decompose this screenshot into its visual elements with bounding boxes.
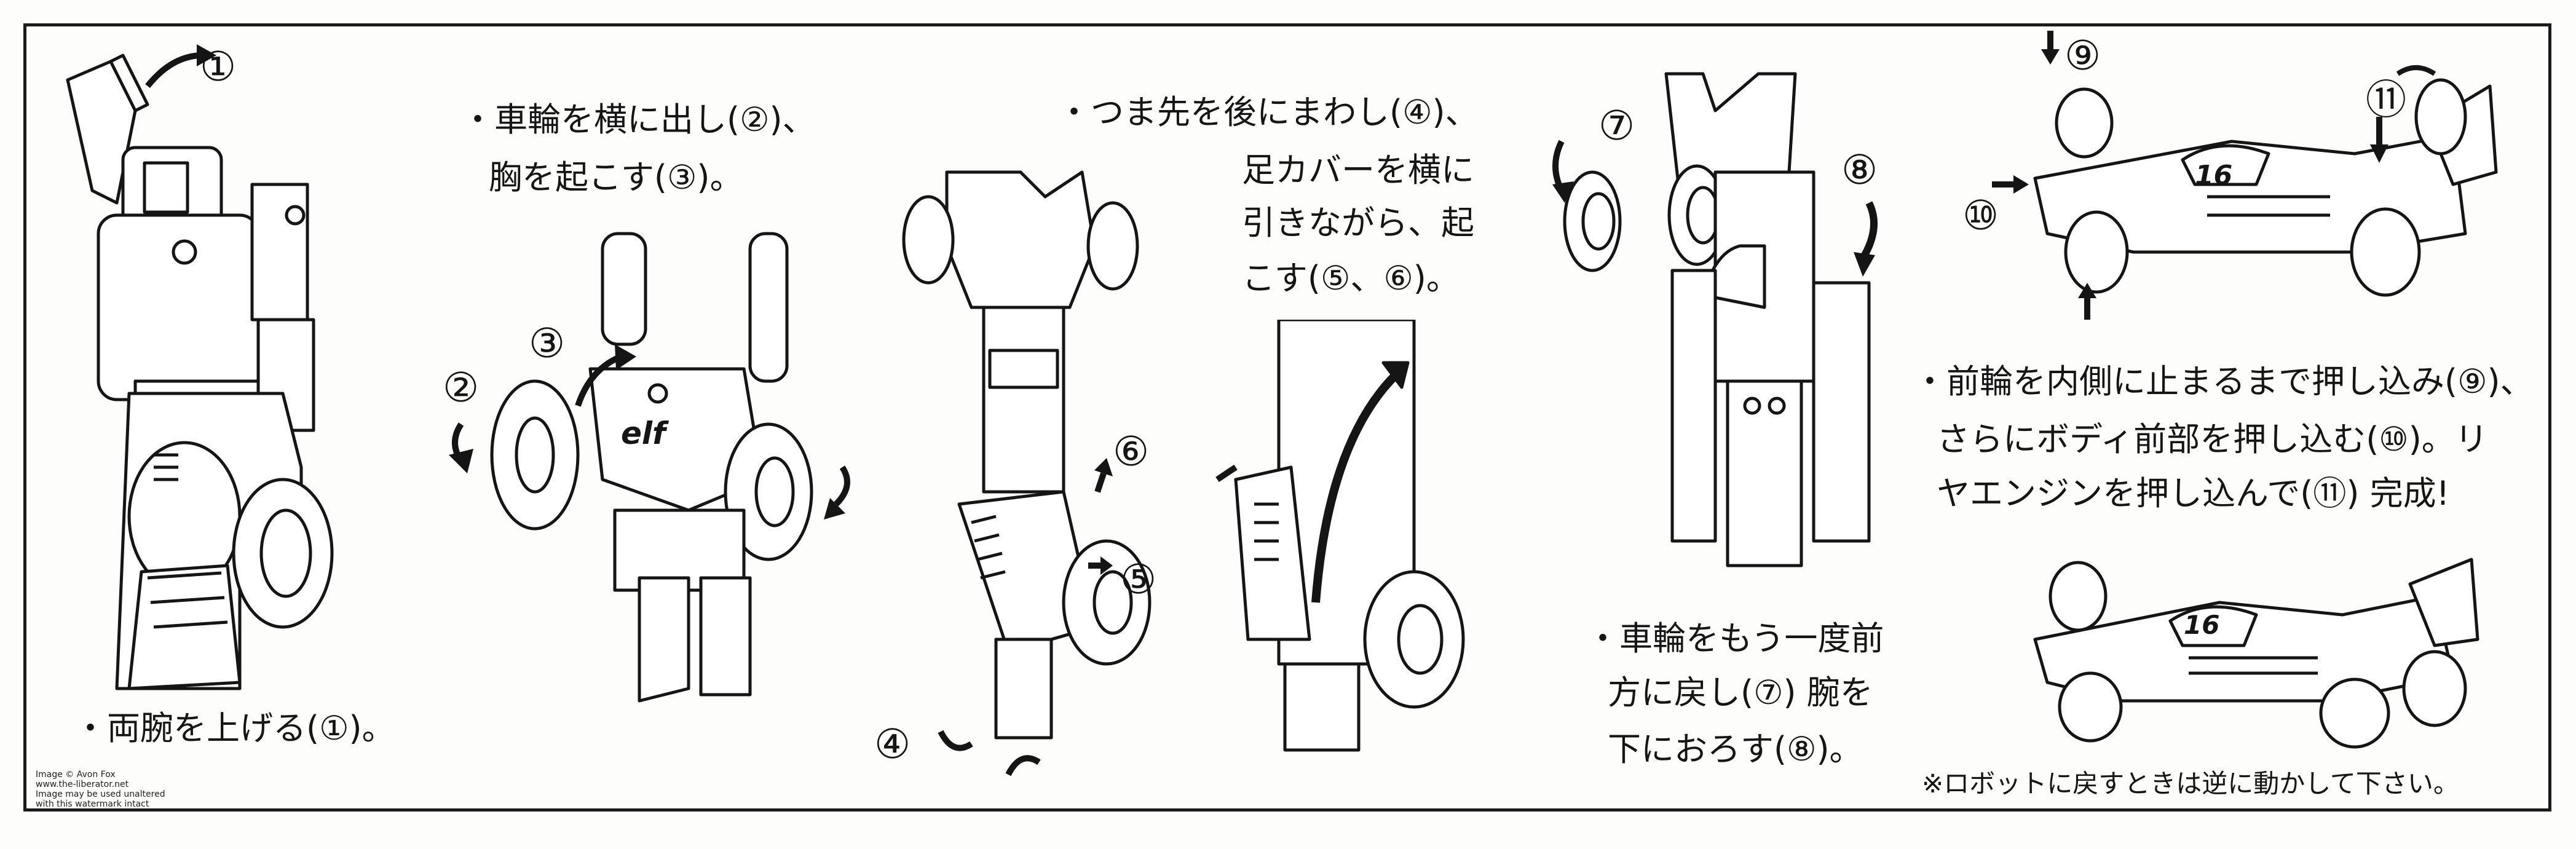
credit-line-2: www.the-liberator.net <box>36 780 129 790</box>
step5-instruction-line2: さらにボディ前部を押し込む(⑩)。リ <box>1937 420 2488 459</box>
step3-robot-figure-left <box>902 170 1152 740</box>
step2-instruction-line2: 胸を起こす(③)。 <box>489 158 743 197</box>
manual-frame <box>23 23 2551 811</box>
step4-instruction-line1: ・車輪をもう一度前 <box>1586 619 1884 658</box>
step5-marker-10: ⑩ <box>1962 192 1999 239</box>
step5-car-figure-bottom <box>2033 558 2479 749</box>
step1-marker: ① <box>200 43 237 90</box>
credit-line-3: Image may be used unaltered <box>36 789 165 800</box>
step3-marker-6: ⑥ <box>1113 428 1150 475</box>
step5-car-number-bottom: 16 <box>2184 610 2220 640</box>
step1-arrow <box>145 44 216 89</box>
step3-marker-4: ④ <box>874 721 911 768</box>
credit-line-4: with this watermark intact <box>36 799 149 810</box>
step4-arrows <box>1552 140 1878 277</box>
step2-instruction-line1: ・車輪を横に出し(②)、 <box>461 100 816 139</box>
step2-robot-figure <box>490 232 813 703</box>
step5-marker-9: ⑨ <box>2064 32 2101 79</box>
step5-car-figure-top <box>2033 78 2498 297</box>
step2-marker-3: ③ <box>529 320 566 367</box>
step3-arrows <box>938 458 1238 776</box>
step1-instruction: ・両腕を上げる(①)。 <box>74 709 395 748</box>
reverse-note: ※ロボットに戻すときは逆に動かして下さい。 <box>1922 768 2459 799</box>
watermark-credit: Image © Avon Fox www.the-liberator.net I… <box>36 770 165 809</box>
step1-robot-figure <box>66 53 334 690</box>
step2-marker-2: ② <box>443 364 480 411</box>
step3-instruction-line4: こす(⑤、⑥)。 <box>1242 259 1460 298</box>
step5-marker-11: ⑪ <box>2366 76 2406 124</box>
credit-line-1: Image © Avon Fox <box>36 770 116 780</box>
step4-marker-7: ⑦ <box>1598 102 1635 149</box>
step5-arrows <box>1992 31 2436 320</box>
step4-robot-figure <box>1563 72 1871 567</box>
step4-marker-8: ⑧ <box>1841 146 1878 194</box>
step4-instruction-line2: 方に戻し(⑦) 腕を <box>1608 673 1873 712</box>
step3-marker-5: ⑤ <box>1120 556 1157 603</box>
step3-instruction-line3: 引きながら、起 <box>1242 203 1474 242</box>
step3-instruction-line2: 足カバーを横に <box>1242 151 1474 189</box>
step2-car-logo: elf <box>621 416 666 451</box>
step4-instruction-line3: 下におろす(⑧)。 <box>1608 730 1863 768</box>
step5-instruction-line3: ヤエンジンを押し込んで(⑪) 完成! <box>1937 474 2450 513</box>
step5-instruction-line1: ・前輪を内側に止まるまで押し込み(⑨)、 <box>1913 362 2534 401</box>
step5-car-number-top: 16 <box>2195 160 2233 191</box>
step3-robot-figure-right <box>1234 320 1465 752</box>
step2-arrows <box>449 344 850 519</box>
step3-instruction-line1: ・つま先を後にまわし(④)、 <box>1057 93 1479 132</box>
